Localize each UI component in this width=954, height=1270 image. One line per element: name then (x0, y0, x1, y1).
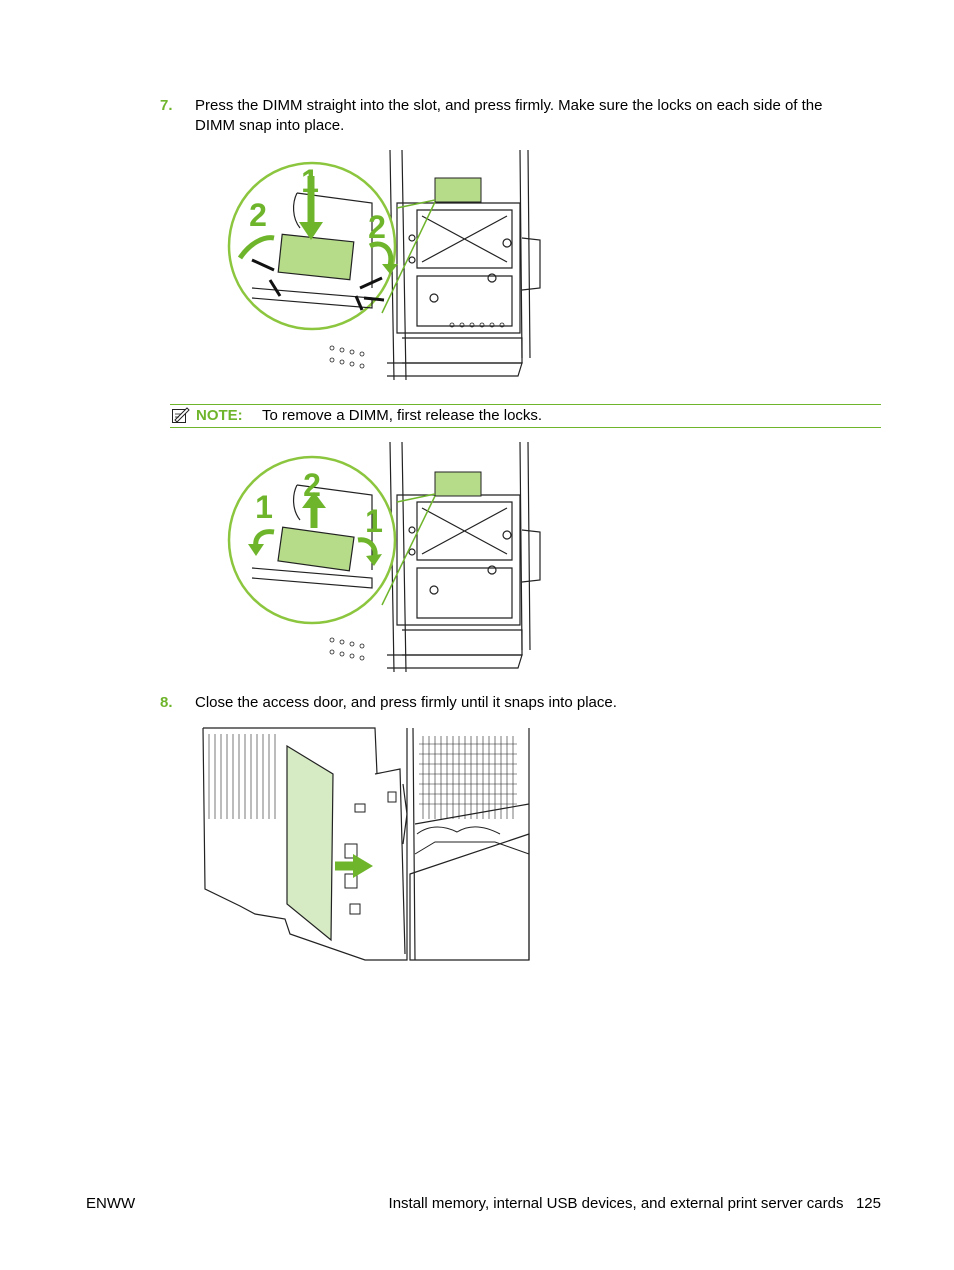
step-7-text-line2: DIMM snap into place. (195, 117, 345, 134)
step-7-number: 7. (160, 97, 173, 114)
callout-1-right: 1 (365, 503, 383, 539)
callout-1-left: 1 (255, 489, 273, 525)
note-box: NOTE: To remove a DIMM, first release th… (170, 404, 881, 428)
note-label: NOTE: (196, 407, 243, 424)
note-pencil-icon (172, 407, 190, 423)
footer-section-page: Install memory, internal USB devices, an… (389, 1195, 881, 1212)
note-text: To remove a DIMM, first release the lock… (262, 407, 543, 424)
footer-section-title: Install memory, internal USB devices, an… (388, 1195, 844, 1212)
callout-1: 1 (301, 163, 319, 199)
page-number: 125 (855, 1195, 881, 1212)
close-door-illustration (202, 727, 530, 961)
footer-doc-code: ENWW (86, 1195, 136, 1212)
callout-2: 2 (303, 467, 321, 503)
callout-2-right: 2 (368, 209, 386, 245)
install-dimm-illustration: 1 2 2 (227, 149, 541, 380)
callout-2-left: 2 (249, 197, 267, 233)
step-8-number: 8. (160, 694, 173, 711)
remove-dimm-illustration: 1 2 1 (227, 441, 541, 672)
step-8-text: Close the access door, and press firmly … (195, 694, 617, 711)
step-7-text-line1: Press the DIMM straight into the slot, a… (195, 97, 823, 114)
